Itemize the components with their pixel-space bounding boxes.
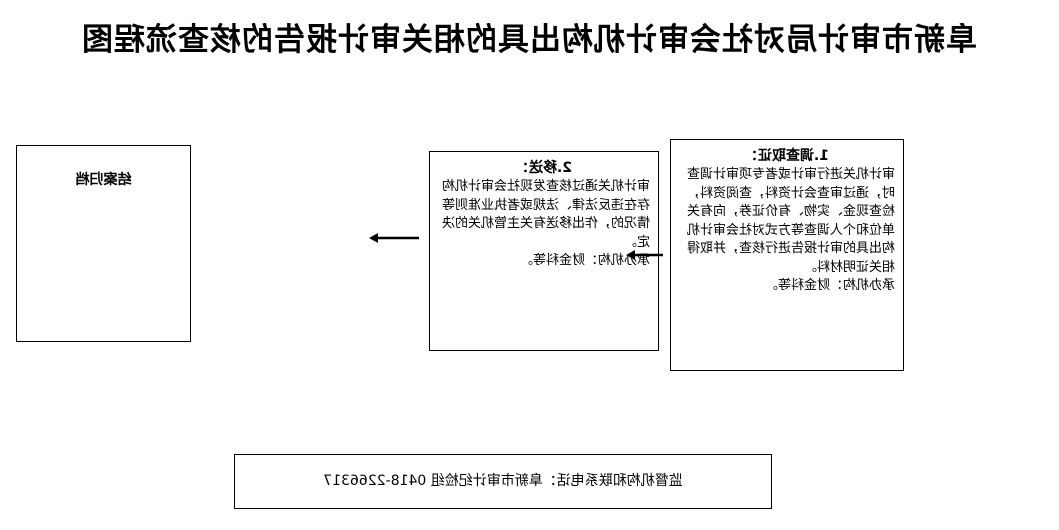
- arrow-step1-to-step2-head: [626, 250, 635, 260]
- arrow-step2-to-step3-head: [369, 233, 378, 243]
- contact-box: 监督机构和联系电话：阜新市审计纪检组 0418-2266317: [234, 454, 772, 509]
